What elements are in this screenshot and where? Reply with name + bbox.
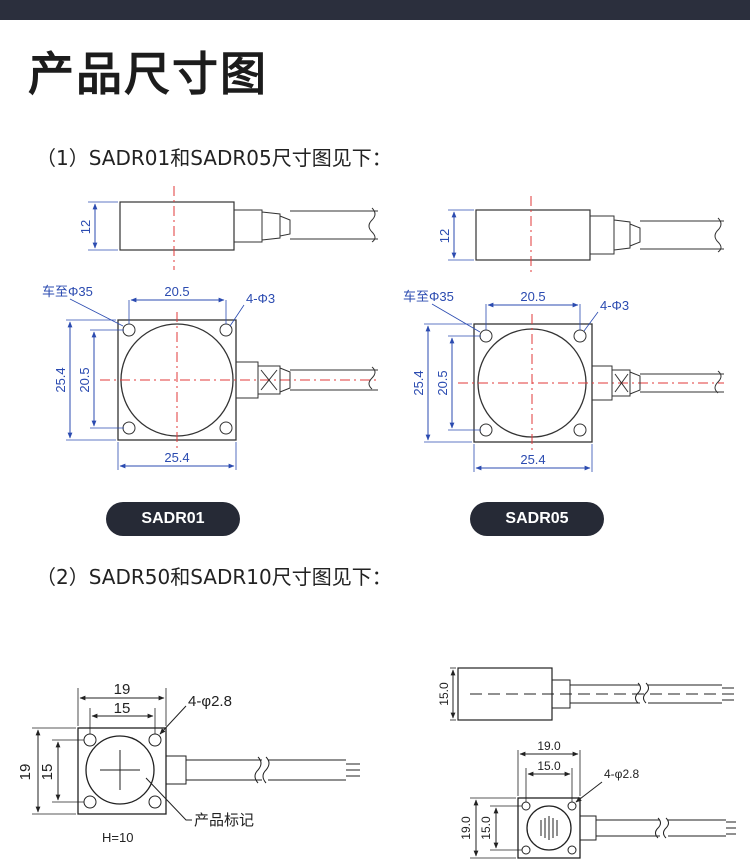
d4-side-height: 15.0 [437,682,451,706]
d2-overall-width: 25.4 [520,452,545,467]
d1-overall-height: 25.4 [53,367,68,392]
page-title: 产品尺寸图 [28,47,268,101]
d4-hole-label: 4-φ2.8 [604,767,639,781]
d2-height-dim: 12 [437,229,452,243]
d4-outer-width: 19.0 [537,739,561,753]
d1-side-spacing: 20.5 [77,367,92,392]
d3-product-mark-label: 产品标记 [194,812,254,829]
d2-chamfer-label: 车至Φ35 [403,289,454,304]
drawing-sadr01: 12 20.5 车至Φ35 4-Φ3 25.4 20.5 2 [42,186,378,470]
d1-chamfer-label: 车至Φ35 [42,284,93,299]
d1-hole-spacing: 20.5 [164,284,189,299]
d4-inner-height: 15.0 [479,816,493,840]
d2-side-spacing: 20.5 [435,370,450,395]
drawing-sadr10 [450,667,736,859]
d2-hole-spacing: 20.5 [520,289,545,304]
drawing-sadr05: 12 20.5 车至Φ35 4-Φ3 25.4 20.5 25.4 [403,196,724,472]
d2-overall-height: 25.4 [411,370,426,395]
d3-inner-width: 15 [114,700,131,717]
drawing-sadr50 [32,688,360,821]
d3-outer-width: 19 [114,681,131,698]
d3-inner-height: 15 [39,764,56,781]
d3-hole-label: 4-φ2.8 [188,693,232,710]
d4-outer-height: 19.0 [459,816,473,840]
section1-caption: （1）SADR01和SADR05尺寸图见下： [36,146,392,170]
section2-caption: （2）SADR50和SADR10尺寸图见下： [36,565,392,589]
d2-hole-label: 4-Φ3 [600,298,629,313]
d3-outer-height: 19 [17,764,34,781]
top-bar [0,0,750,20]
d1-overall-width: 25.4 [164,450,189,465]
d1-hole-label: 4-Φ3 [246,291,275,306]
d1-height-dim: 12 [78,220,93,234]
d3-thickness: H=10 [102,830,133,845]
model-badge-sadr05: SADR05 [470,502,604,536]
model-badge-sadr01: SADR01 [106,502,240,536]
d4-inner-width: 15.0 [537,759,561,773]
